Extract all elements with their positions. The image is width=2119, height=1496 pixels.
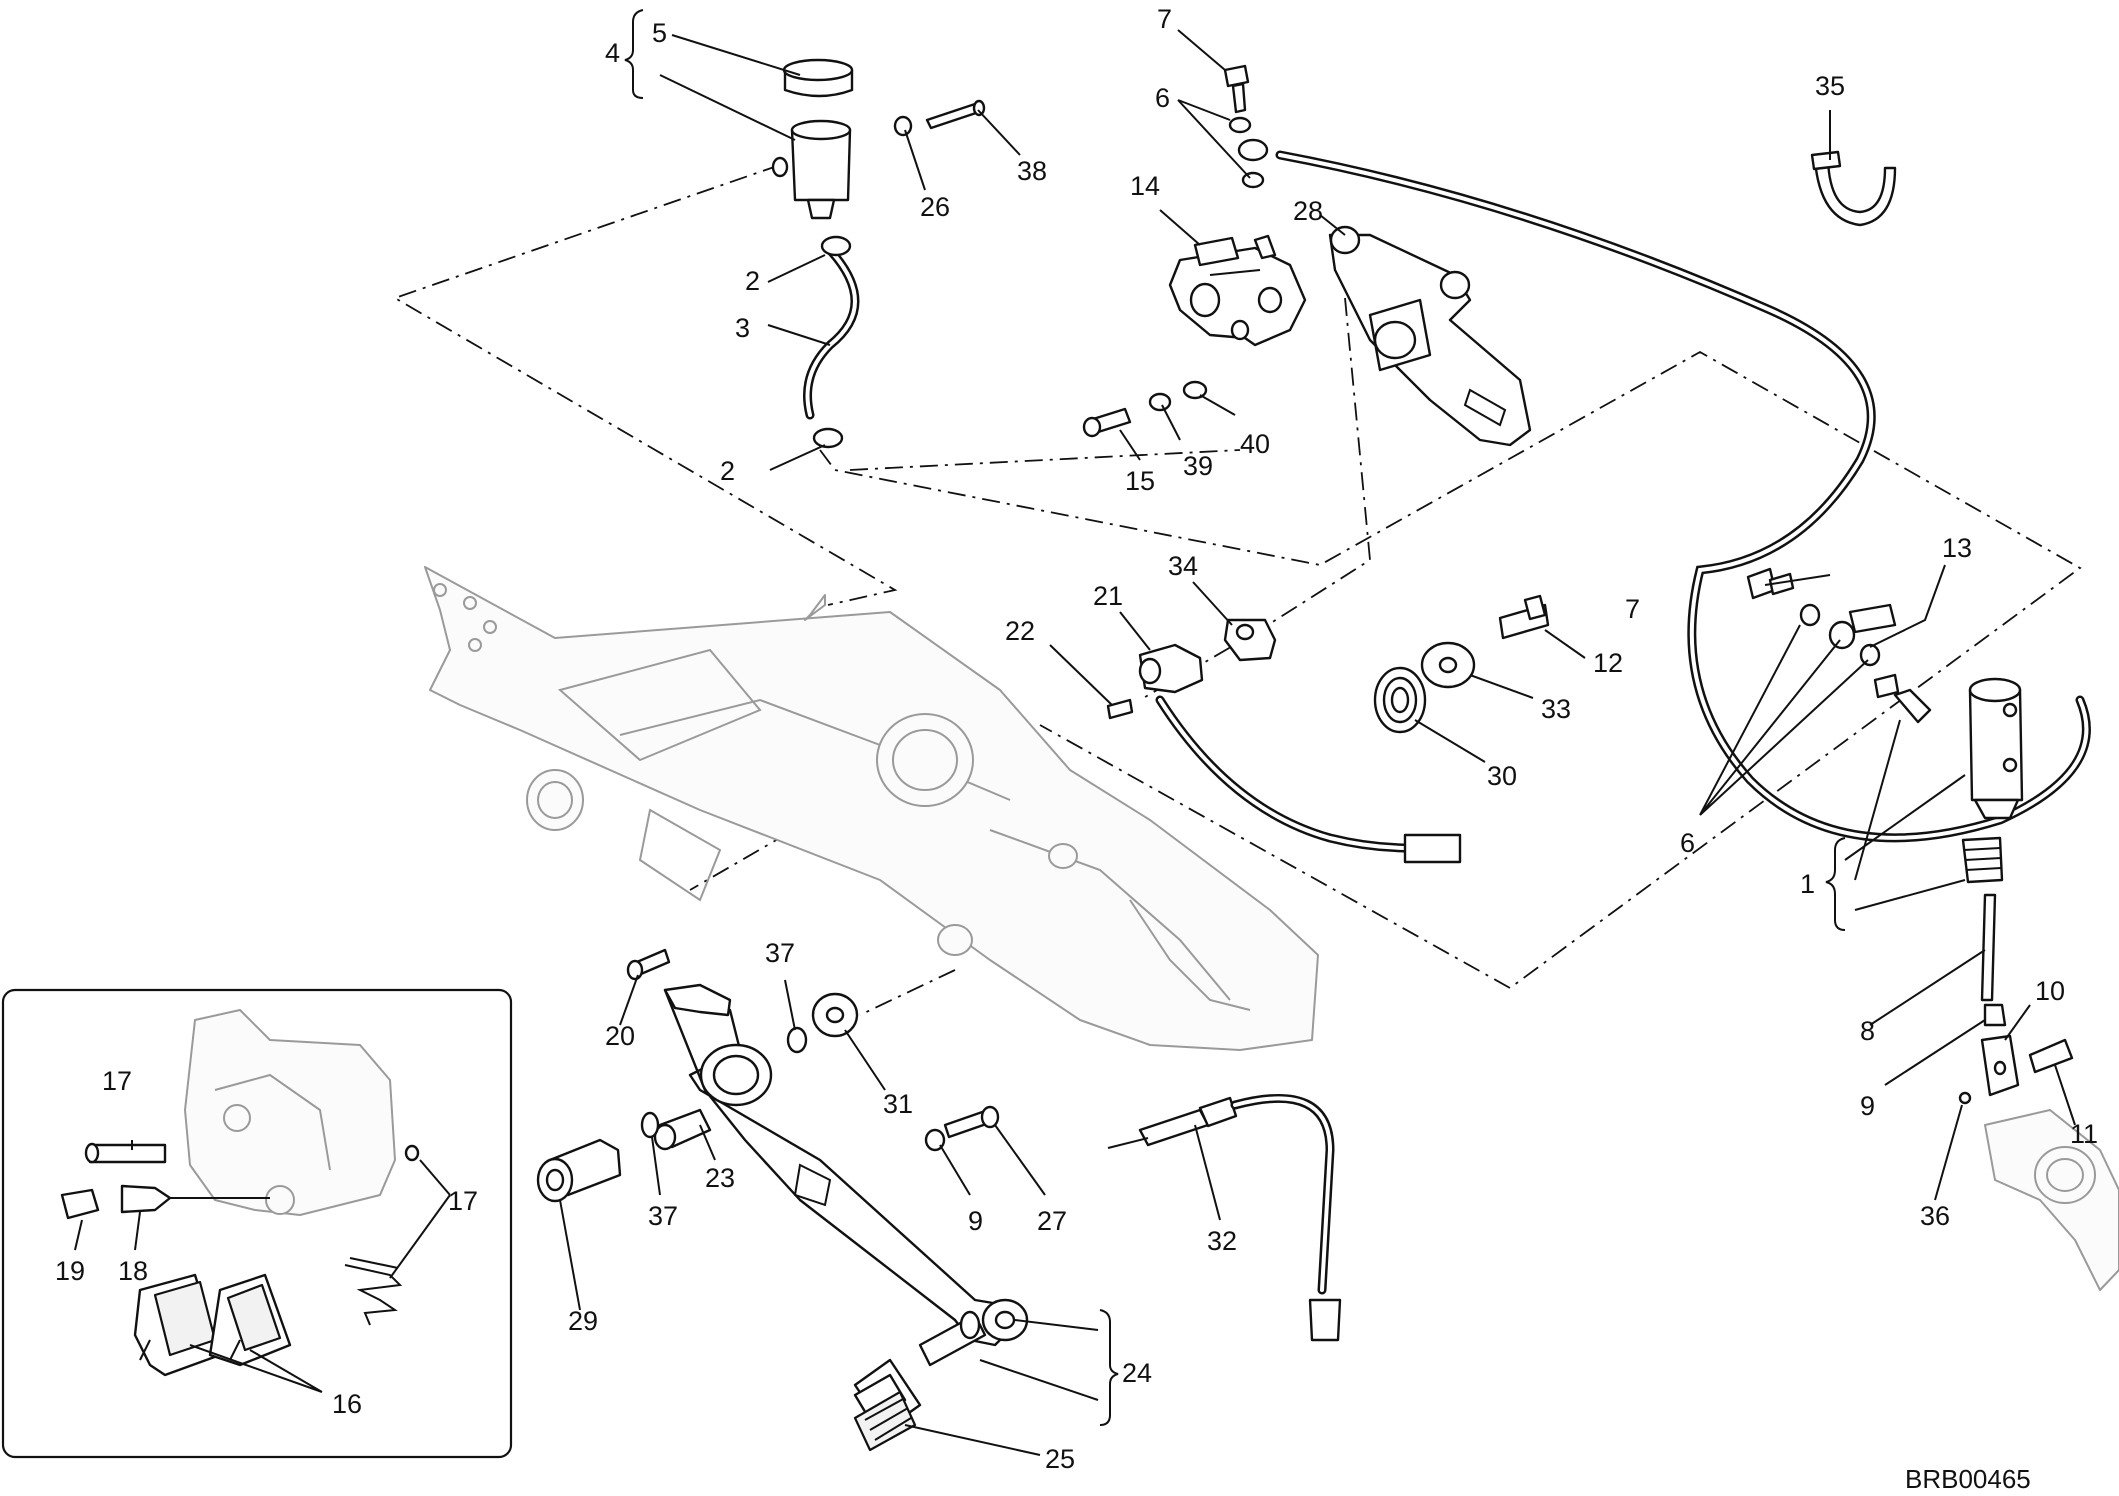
callout-36: 36 [1920, 1201, 1950, 1231]
banjo-bolt-right [1746, 567, 1881, 667]
callout-35: 35 [1815, 71, 1845, 101]
callout-14: 14 [1130, 171, 1160, 201]
callout-37-top: 37 [765, 938, 795, 968]
inset-pads-box [1, 988, 513, 1459]
callout-7-right: 7 [1625, 594, 1640, 624]
callout-12: 12 [1593, 648, 1623, 678]
callout-22: 22 [1005, 616, 1035, 646]
callout-13: 13 [1942, 533, 1972, 563]
callout-21: 21 [1093, 581, 1123, 611]
callout-17-right: 17 [448, 1186, 478, 1216]
brake-light-switch [1107, 1094, 1342, 1342]
hose-clamp [1810, 150, 1897, 227]
callout-6-right: 6 [1680, 828, 1695, 858]
leader-lines [74, 9, 2076, 1456]
callout-2-top: 2 [745, 266, 760, 296]
callout-19: 19 [55, 1256, 85, 1286]
callout-6-top: 6 [1155, 83, 1170, 113]
master-cylinder [1873, 673, 2024, 1002]
callout-27: 27 [1037, 1206, 1067, 1236]
clevis [1958, 1003, 2119, 1291]
callout-33: 33 [1541, 694, 1571, 724]
callout-40: 40 [1240, 429, 1270, 459]
swingarm [424, 566, 1319, 1051]
callout-2-bottom: 2 [720, 456, 735, 486]
callout-39: 39 [1183, 451, 1213, 481]
banjo-bolt-top [1223, 64, 1269, 189]
callout-28: 28 [1293, 196, 1323, 226]
callout-9-pedal: 9 [968, 1206, 983, 1236]
brake-fluid-reservoir [771, 58, 854, 220]
callout-18: 18 [118, 1256, 148, 1286]
brake-pedal [663, 983, 1029, 1347]
callout-labels: 4 5 2 3 2 26 38 7 6 14 28 15 39 40 35 34… [55, 4, 2098, 1494]
callout-9-right: 9 [1860, 1091, 1875, 1121]
callout-10: 10 [2035, 976, 2065, 1006]
brake-sensor-21 [1106, 643, 1462, 864]
callout-17-left: 17 [102, 1066, 132, 1096]
callout-30: 30 [1487, 761, 1517, 791]
pedal-screw [924, 1105, 1000, 1152]
plate-34 [1223, 618, 1277, 662]
drawing-code: BRB00465 [1905, 1464, 2031, 1494]
callout-15: 15 [1125, 466, 1155, 496]
callout-5: 5 [652, 18, 667, 48]
caliper-bracket [1328, 225, 1532, 447]
footpeg [853, 1310, 987, 1452]
callout-37-bottom: 37 [648, 1201, 678, 1231]
brake-hose [1275, 150, 2091, 843]
callout-20: 20 [605, 1021, 635, 1051]
callout-11: 11 [2070, 1119, 2098, 1149]
pedal-pivot [536, 948, 859, 1203]
callout-29: 29 [568, 1306, 598, 1336]
callout-31: 31 [883, 1089, 913, 1119]
brake-caliper [1168, 234, 1307, 347]
callout-34: 34 [1168, 551, 1198, 581]
callout-16: 16 [332, 1389, 362, 1419]
reservoir-hose [803, 235, 860, 449]
callout-24: 24 [1122, 1358, 1152, 1388]
caliper-screws [1082, 380, 1208, 438]
callout-8: 8 [1860, 1016, 1875, 1046]
callout-7-top: 7 [1157, 4, 1172, 34]
callout-38: 38 [1017, 156, 1047, 186]
callout-26: 26 [920, 192, 950, 222]
callout-1: 1 [1800, 869, 1815, 899]
callout-32: 32 [1207, 1226, 1237, 1256]
callout-4: 4 [605, 38, 620, 68]
callout-25: 25 [1045, 1444, 1075, 1474]
callout-23: 23 [705, 1163, 735, 1193]
reservoir-screw [893, 99, 986, 137]
return-spring [1373, 594, 1550, 734]
callout-3: 3 [735, 313, 750, 343]
